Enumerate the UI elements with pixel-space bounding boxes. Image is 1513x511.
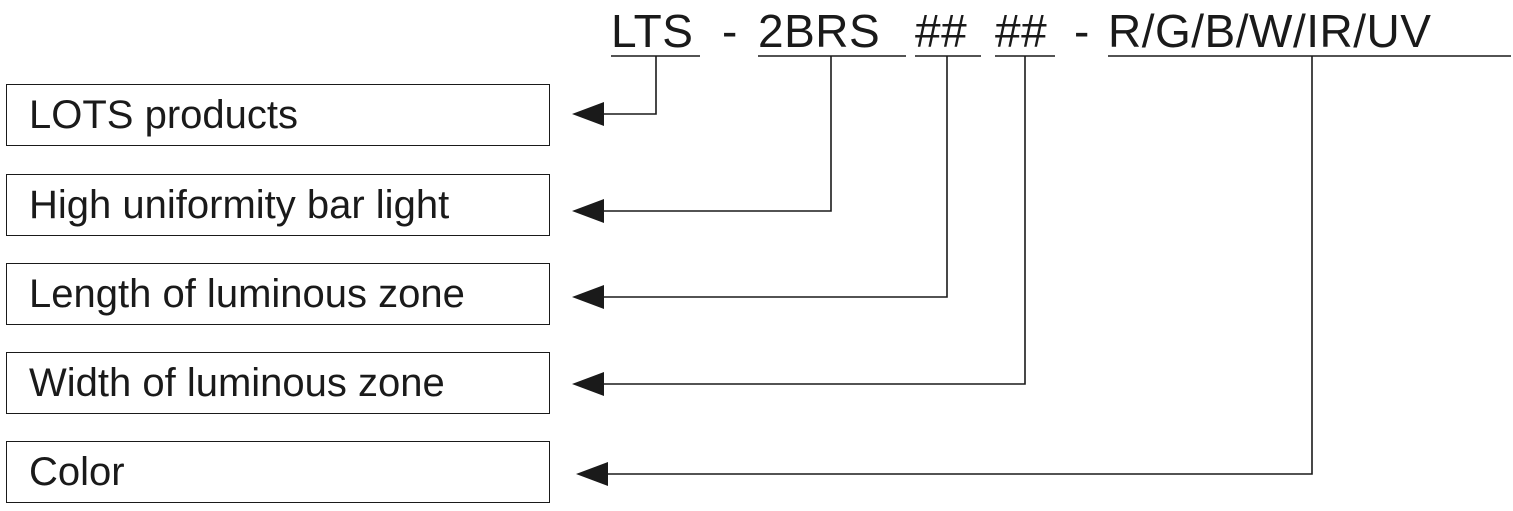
label-width: Width of luminous zone xyxy=(29,361,445,405)
arrowhead-series xyxy=(572,199,604,223)
label-length: Length of luminous zone xyxy=(29,272,465,316)
code-color: R/G/B/W/IR/UV xyxy=(1108,5,1432,57)
code-width: ## xyxy=(995,5,1048,57)
arrowhead-prefix xyxy=(572,102,604,126)
leader-length xyxy=(600,56,948,298)
label-box-bar-light: High uniformity bar light xyxy=(6,174,550,236)
arrowhead-width xyxy=(572,372,604,396)
leader-series xyxy=(600,56,832,212)
code-separator-2: - xyxy=(1074,5,1090,57)
code-series: 2BRS xyxy=(758,5,881,57)
leader-color xyxy=(600,56,1313,475)
leader-prefix xyxy=(600,56,657,115)
arrowhead-length xyxy=(572,285,604,309)
label-box-width: Width of luminous zone xyxy=(6,352,550,414)
label-box-length: Length of luminous zone xyxy=(6,263,550,325)
leader-width xyxy=(600,56,1026,385)
code-prefix: LTS xyxy=(611,5,694,57)
label-box-lots-products: LOTS products xyxy=(6,84,550,146)
code-length: ## xyxy=(915,5,968,57)
label-bar-light: High uniformity bar light xyxy=(29,183,450,227)
label-lots-products: LOTS products xyxy=(29,93,299,137)
model-code: LTS - 2BRS ## ## - R/G/B/W/IR/UV xyxy=(0,6,1513,56)
label-box-color: Color xyxy=(6,441,550,503)
arrowhead-color xyxy=(576,462,608,486)
label-color: Color xyxy=(29,450,125,494)
code-separator-1: - xyxy=(722,5,738,57)
